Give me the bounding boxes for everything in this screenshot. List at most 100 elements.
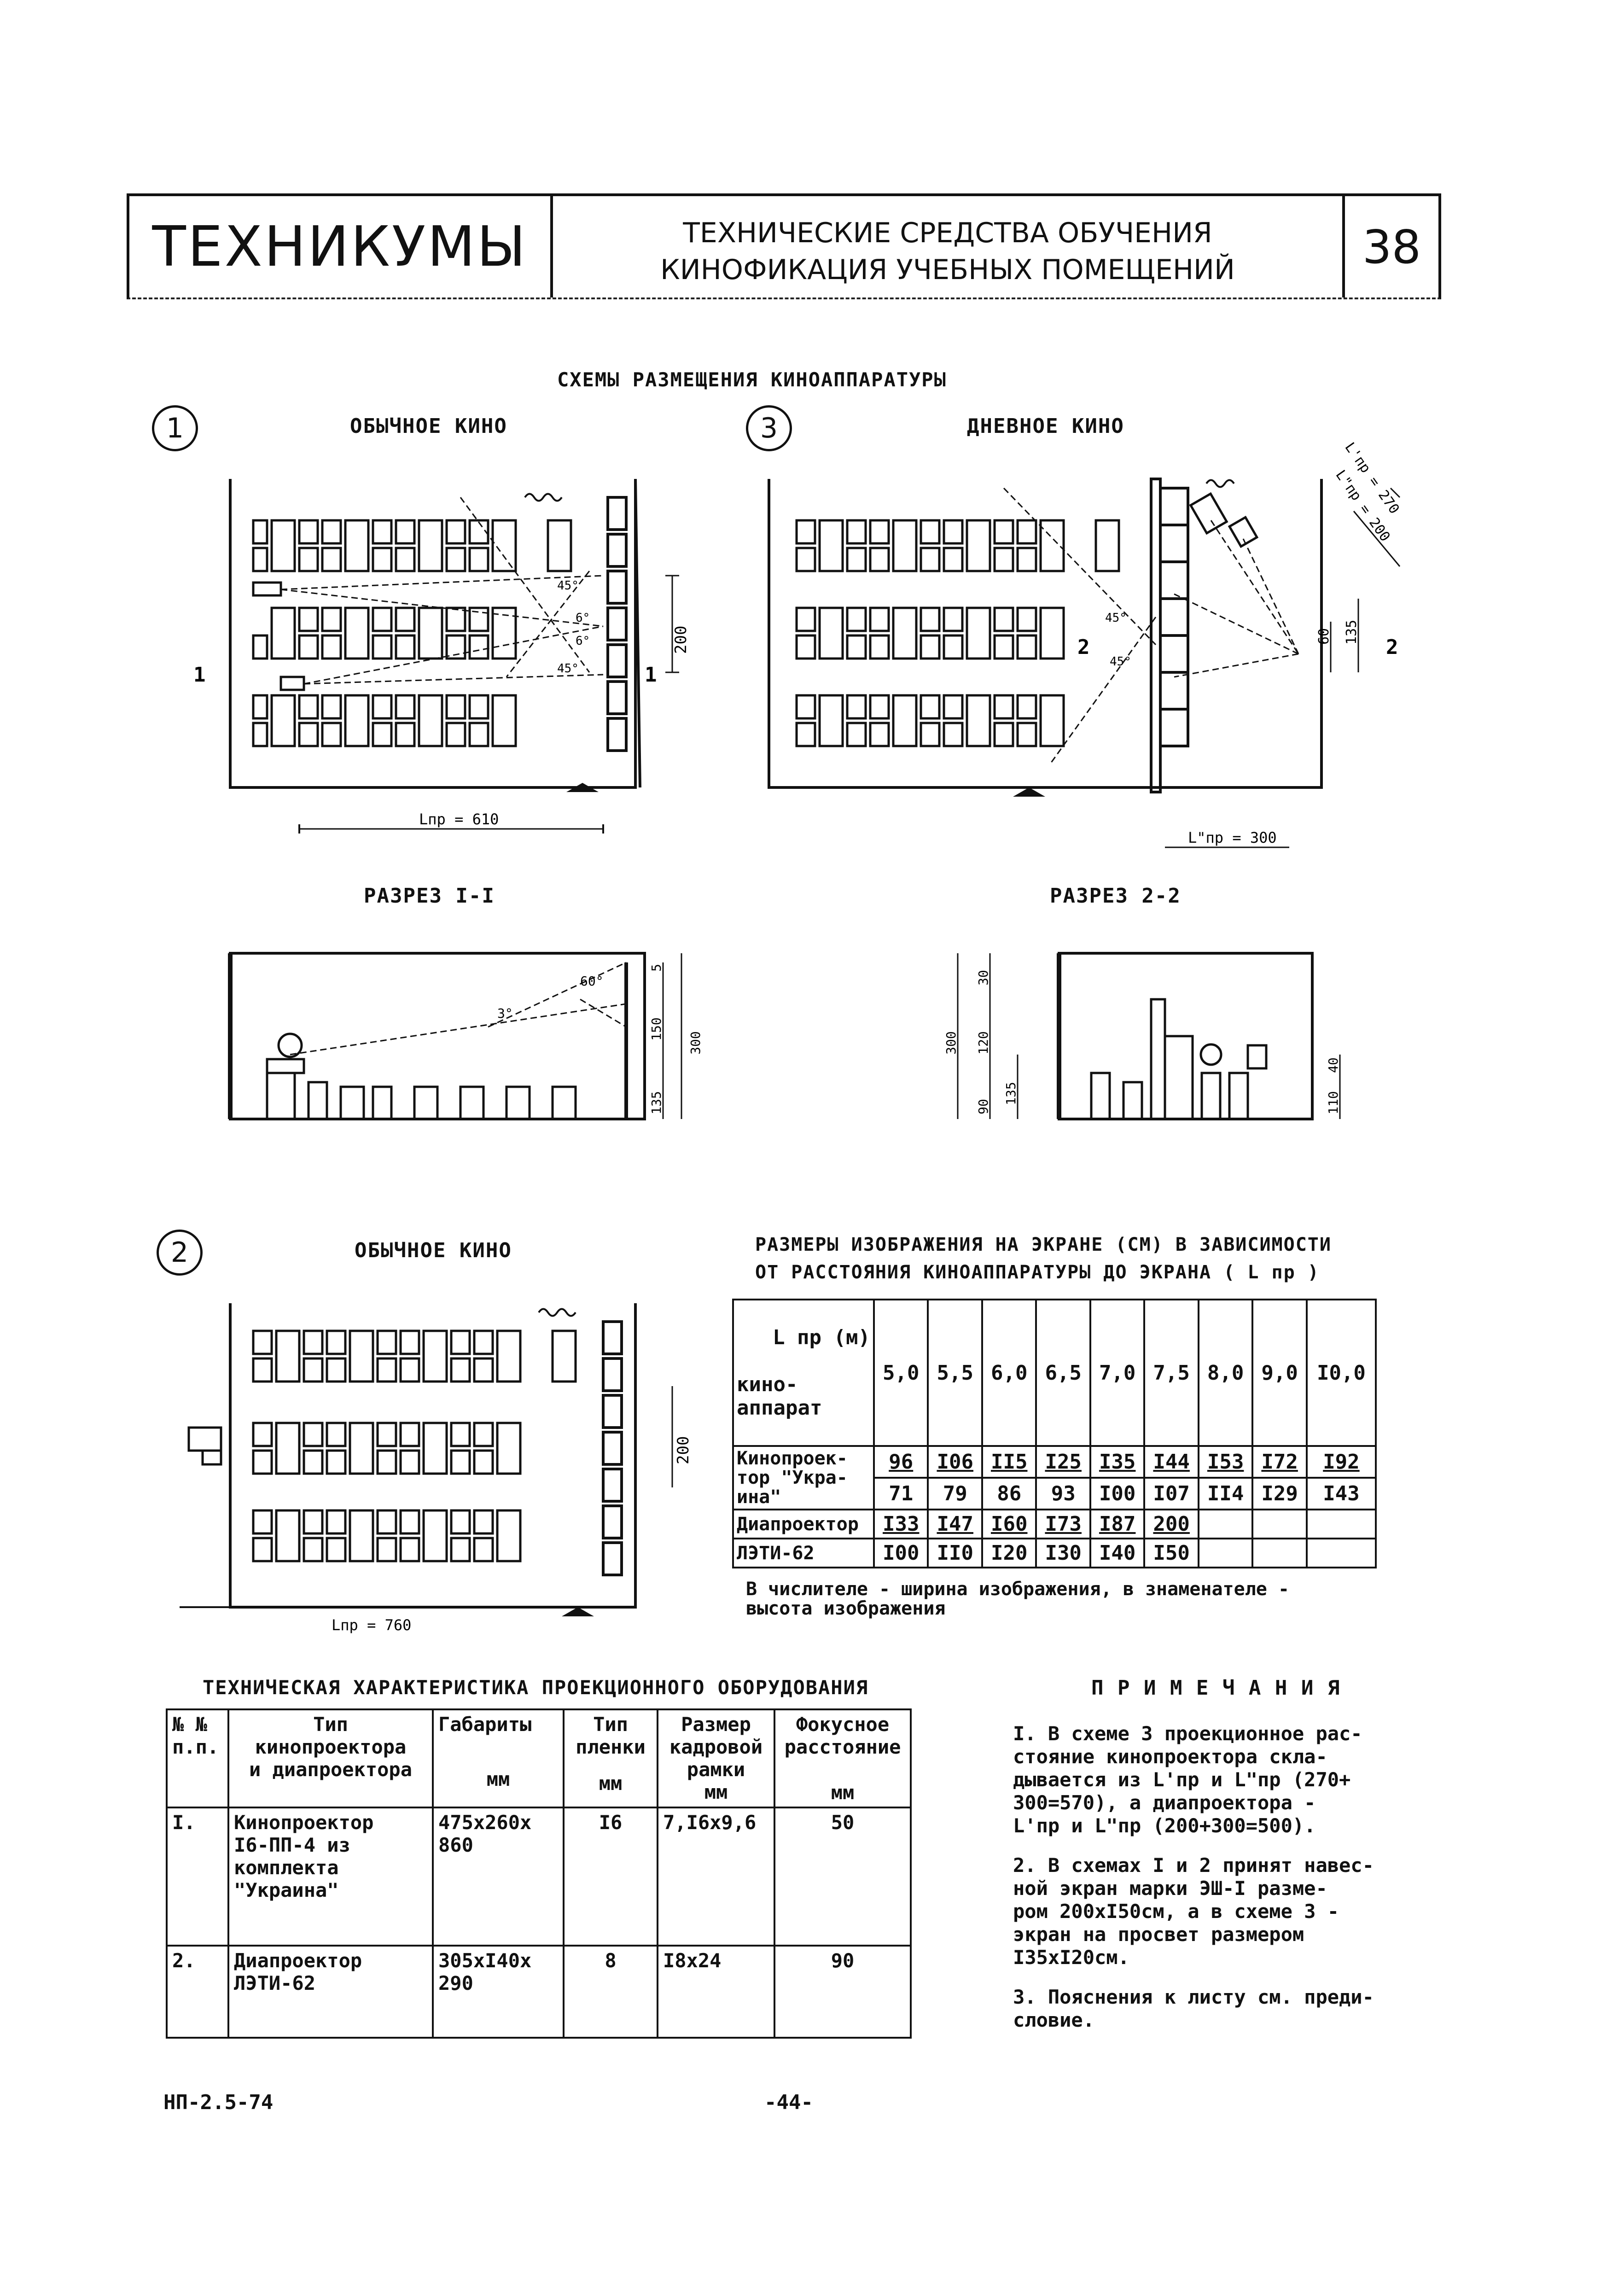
table-cell: I00 bbox=[1089, 1477, 1146, 1510]
section1-angle-60: 60° bbox=[580, 974, 604, 989]
scheme1-dim-200: 200 bbox=[672, 626, 690, 654]
section2-dim-135: 135 bbox=[1003, 1082, 1019, 1105]
scheme1-angle-45a: 45° bbox=[557, 579, 579, 593]
section2-dim-300: 300 bbox=[943, 1031, 959, 1055]
tech-header-text: Размер кадровой рамки bbox=[669, 1713, 763, 1781]
scheme1-angle-6a: 6° bbox=[576, 611, 590, 625]
scheme2-number: 2 bbox=[157, 1230, 203, 1276]
scheme3-dim-60: 60 bbox=[1316, 628, 1332, 645]
footer-page: -44- bbox=[764, 2091, 813, 2114]
table-cell: 200 bbox=[1143, 1509, 1199, 1539]
note-3: 3. Пояснения к листу см. преди- словие. bbox=[1013, 1986, 1374, 2031]
section2-dim-40: 40 bbox=[1326, 1057, 1341, 1073]
col-header: 7,0 bbox=[1089, 1299, 1146, 1447]
table-cell: 8 bbox=[563, 1945, 658, 2039]
table-cell: I60 bbox=[981, 1509, 1037, 1539]
schemes-heading: СХЕМЫ РАЗМЕЩЕНИЯ КИНОАППАРАТУРЫ bbox=[557, 368, 947, 391]
tech-table: № № п.п. Тип кинопроектора и диапроектор… bbox=[166, 1708, 912, 2039]
table-cell: I53 bbox=[1197, 1445, 1254, 1479]
table-cell: I92 bbox=[1305, 1445, 1377, 1479]
section1-angle-3: 3° bbox=[497, 1006, 513, 1021]
section1-dim-300: 300 bbox=[688, 1031, 703, 1055]
tech-unit: мм bbox=[599, 1772, 623, 1795]
table-cell: I40 bbox=[1089, 1538, 1146, 1568]
tech-unit: мм bbox=[704, 1781, 728, 1803]
scheme3-sec-label-b: 2 bbox=[1386, 635, 1398, 659]
tech-header-text: Фокусное расстояние bbox=[784, 1713, 901, 1758]
col-header: 5,5 bbox=[927, 1299, 983, 1447]
size-table-footnote: В числителе - ширина изображения, в знам… bbox=[746, 1579, 1290, 1619]
col-header: I0,0 bbox=[1305, 1299, 1377, 1447]
table-cell: II0 bbox=[927, 1538, 983, 1568]
corner-top: L пр (м) bbox=[773, 1326, 870, 1349]
table-cell: I33 bbox=[873, 1509, 929, 1539]
table-cell: I47 bbox=[927, 1509, 983, 1539]
table-cell: I20 bbox=[981, 1538, 1037, 1568]
table-cell: Диапроектор ЛЭТИ-62 bbox=[227, 1945, 434, 2039]
sheet-number: 38 bbox=[1362, 220, 1421, 274]
scheme3-sec-label-a: 2 bbox=[1077, 635, 1090, 659]
section2-dim-120: 120 bbox=[976, 1031, 991, 1055]
row-label-projector: Кинопроек- тор "Укра- ина" bbox=[732, 1445, 875, 1510]
tech-col-header: Размер кадровой рамки мм bbox=[657, 1708, 775, 1808]
table-cell: 96 bbox=[873, 1445, 929, 1479]
section2-title: РАЗРЕЗ 2-2 bbox=[1050, 884, 1181, 908]
table-cell: I43 bbox=[1305, 1477, 1377, 1510]
table-cell: 93 bbox=[1035, 1477, 1091, 1510]
table-cell: 71 bbox=[873, 1477, 929, 1510]
table-cell: 2. bbox=[166, 1945, 229, 2039]
table-cell: I35 bbox=[1089, 1445, 1146, 1479]
table-cell: I07 bbox=[1143, 1477, 1199, 1510]
scheme1-sec-label-b: 1 bbox=[645, 663, 657, 687]
col-header: 5,0 bbox=[873, 1299, 929, 1447]
table-cell: I29 bbox=[1251, 1477, 1308, 1510]
table-cell bbox=[1305, 1509, 1377, 1539]
tech-col-header: Фокусное расстояние мм bbox=[774, 1708, 912, 1808]
table-cell: I25 bbox=[1035, 1445, 1091, 1479]
section2-dim-110: 110 bbox=[1326, 1091, 1341, 1114]
table-cell bbox=[1305, 1538, 1377, 1568]
tech-header-text: Габариты bbox=[438, 1713, 532, 1736]
table-cell: II5 bbox=[981, 1445, 1037, 1479]
col-header: 6,5 bbox=[1035, 1299, 1091, 1447]
scheme1-title: ОБЫЧНОЕ КИНО bbox=[350, 414, 507, 438]
scheme1-angle-6b: 6° bbox=[576, 634, 590, 648]
title-mid-line2: КИНОФИКАЦИЯ УЧЕБНЫХ ПОМЕЩЕНИЙ bbox=[660, 254, 1235, 286]
scheme3-angle-45b: 45° bbox=[1110, 655, 1131, 669]
note-1: I. В схеме 3 проекционное рас- стояние к… bbox=[1013, 1722, 1362, 1837]
tech-table-heading: ТЕХНИЧЕСКАЯ ХАРАКТЕРИСТИКА ПРОЕКЦИОННОГО… bbox=[203, 1676, 869, 1699]
section2-dim-90: 90 bbox=[976, 1099, 991, 1114]
scheme1-sec-label-a: 1 bbox=[193, 663, 206, 687]
table-cell: 7,I6x9,6 bbox=[657, 1807, 775, 1947]
tech-col-header: № № п.п. bbox=[166, 1708, 229, 1808]
table-cell bbox=[1197, 1509, 1254, 1539]
tech-col-header: Габариты мм bbox=[432, 1708, 565, 1808]
title-block: ТЕХНИКУМЫ ТЕХНИЧЕСКИЕ СРЕДСТВА ОБУЧЕНИЯ … bbox=[127, 193, 1441, 299]
table-cell: Кинопроектор I6-ПП-4 из комплекта "Украи… bbox=[227, 1807, 434, 1947]
scheme3-dim-135: 135 bbox=[1344, 620, 1360, 645]
col-header: 6,0 bbox=[981, 1299, 1037, 1447]
scheme3-title: ДНЕВНОЕ КИНО bbox=[967, 414, 1124, 438]
title-left: ТЕХНИКУМЫ bbox=[129, 196, 553, 297]
title-mid-line1: ТЕХНИЧЕСКИЕ СРЕДСТВА ОБУЧЕНИЯ bbox=[683, 217, 1212, 249]
scheme2-dim-length: Lпр = 760 bbox=[332, 1616, 411, 1634]
scheme2-title: ОБЫЧНОЕ КИНО bbox=[355, 1239, 512, 1262]
scheme1-angle-45b: 45° bbox=[557, 662, 579, 676]
section2-dim-30: 30 bbox=[976, 970, 991, 985]
col-header: 7,5 bbox=[1143, 1299, 1199, 1447]
table-cell: 79 bbox=[927, 1477, 983, 1510]
table-cell: I6 bbox=[563, 1807, 658, 1947]
size-table-heading1: РАЗМЕРЫ ИЗОБРАЖЕНИЯ НА ЭКРАНЕ (СМ) В ЗАВ… bbox=[755, 1234, 1332, 1255]
section1-dim-135: 135 bbox=[649, 1091, 664, 1114]
table-cell bbox=[1251, 1538, 1308, 1568]
table-cell: I72 bbox=[1251, 1445, 1308, 1479]
tech-unit: мм bbox=[831, 1781, 855, 1804]
notes-heading: П Р И М Е Ч А Н И Я bbox=[1091, 1676, 1341, 1700]
table-cell: I. bbox=[166, 1807, 229, 1947]
notes-list: I. В схеме 3 проекционное рас- стояние к… bbox=[1013, 1722, 1473, 2048]
table-cell: I06 bbox=[927, 1445, 983, 1479]
scheme3-number: 3 bbox=[746, 405, 792, 451]
section1-drawing: 60° 3° 5 150 135 300 bbox=[228, 952, 703, 1120]
table-cell bbox=[1197, 1538, 1254, 1568]
section1-dim-5: 5 bbox=[649, 964, 664, 972]
